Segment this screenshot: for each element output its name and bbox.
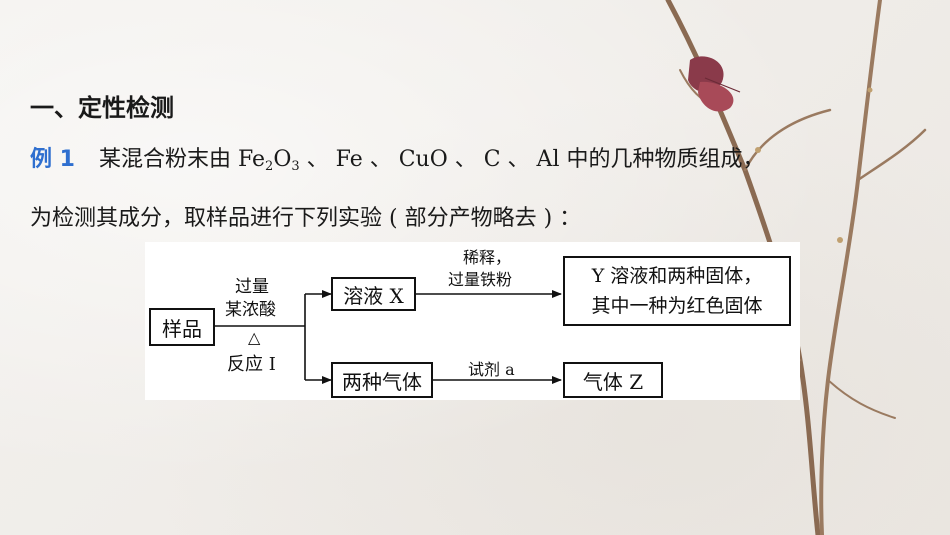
heat-triangle-icon: △ [248,328,261,347]
sample-box: 样品 [149,308,215,346]
fe2o3-subscript-2: 2 [265,159,274,174]
reagent-a-label: 试剂 a [468,360,515,379]
fe2o3-oxygen: O [273,147,292,172]
result-y-box: Y 溶液和两种固体， 其中一种为红色固体 [563,256,791,326]
two-gases-box: 两种气体 [331,362,433,398]
line1-suffix: 、 Fe 、 CuO 、 C 、 Al 中的几种物质组成， [299,147,765,172]
line1-prefix: 某混合粉末由 Fe [98,147,266,172]
dilute-line2: 过量铁粉 [448,270,513,289]
result-y-line1: Y 溶液和两种固体， [591,265,763,287]
reagent-top-line1: 过量 [235,277,269,297]
dilute-line1: 稀释， [463,248,512,267]
solution-x-label: 溶液 X [343,283,404,308]
example-line-2: 为检测其成分，取样品进行下列实验 ( 部分产物略去 ) ： [30,206,582,231]
result-y-line2: 其中一种为红色固体 [591,295,763,317]
sample-box-label: 样品 [162,316,202,341]
example-label: 例 1 [30,147,75,172]
reagent-top-line2: 某浓酸 [225,300,276,320]
gas-z-label: 气体 Z [582,369,644,394]
reaction-label: 反应 I [227,354,276,375]
example-line-1: 例 1 某混合粉末由 Fe2O3 、 Fe 、 CuO 、 C 、 Al 中的几种… [30,141,764,174]
solution-x-box: 溶液 X [331,277,416,311]
flowchart: 样品 过量 某浓酸 △ 反应 I 溶液 X 稀释， 过量铁粉 Y 溶液和两种固体… [145,242,800,400]
section-heading: 一、定性检测 [30,94,174,122]
gas-z-box: 气体 Z [563,362,663,398]
two-gases-label: 两种气体 [342,369,422,394]
flowchart-connectors [213,290,562,384]
fe2o3-subscript-3: 3 [291,159,300,174]
